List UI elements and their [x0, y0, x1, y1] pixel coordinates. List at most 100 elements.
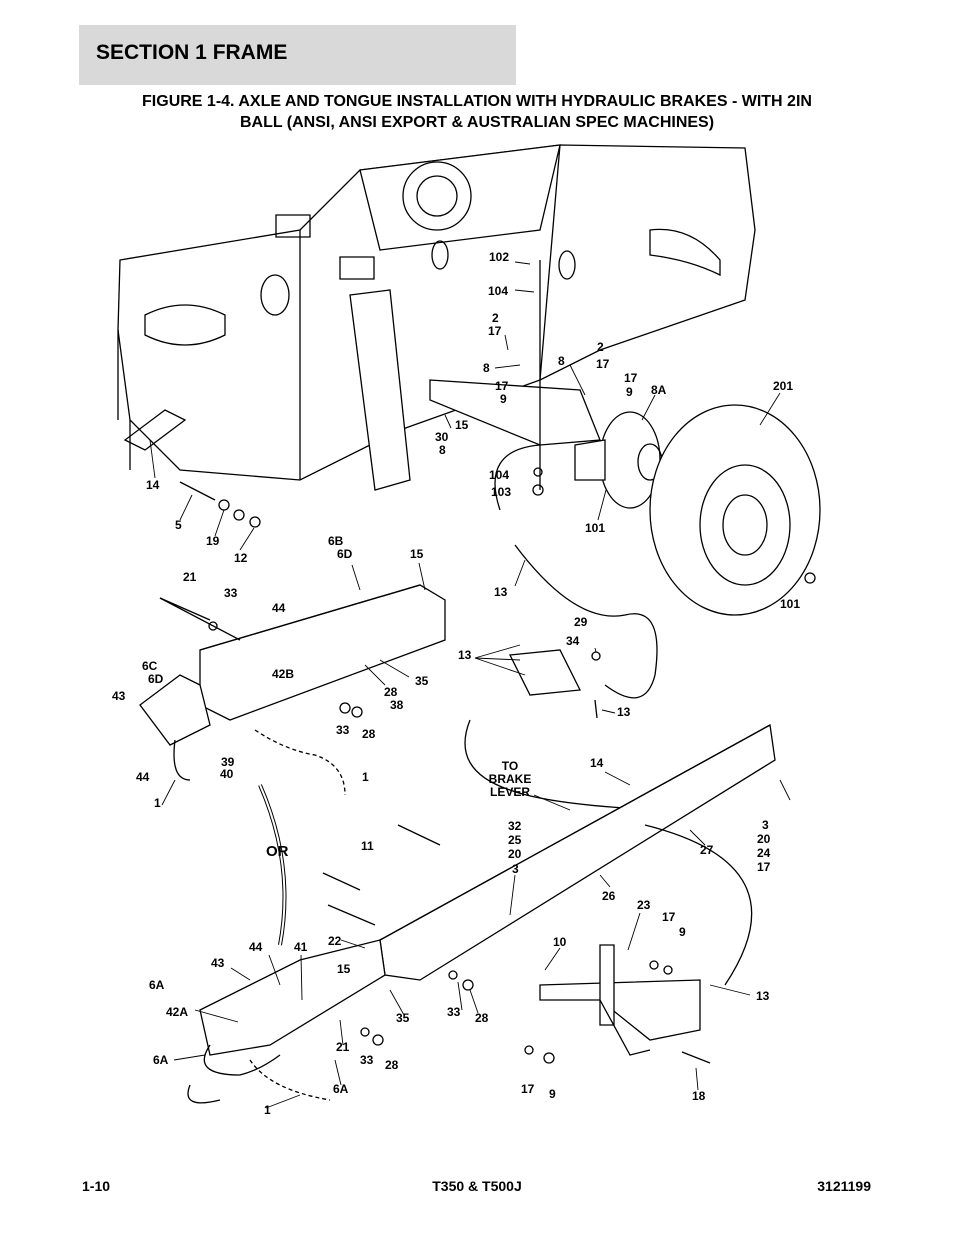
- callout-1: 1: [154, 796, 161, 810]
- callout-6C: 6C: [142, 659, 158, 673]
- callout-22: 22: [328, 934, 342, 948]
- callout-6A: 6A: [333, 1082, 349, 1096]
- page-number: 1-10: [82, 1178, 111, 1194]
- callout-28: 28: [362, 727, 376, 741]
- callout-26: 26: [602, 889, 616, 903]
- to-brake-lever-label: TO BRAKE LEVER: [482, 760, 538, 799]
- callout-17: 17: [624, 371, 638, 385]
- figure-title: FIGURE 1-4. AXLE AND TONGUE INSTALLATION…: [80, 91, 874, 133]
- callout-15: 15: [455, 418, 469, 432]
- callout-43: 43: [211, 956, 225, 970]
- callout-102: 102: [489, 250, 510, 264]
- callout-9: 9: [626, 385, 633, 399]
- callout-21: 21: [336, 1040, 350, 1054]
- callout-18: 18: [692, 1089, 706, 1103]
- figure-title-line-1: FIGURE 1-4. AXLE AND TONGUE INSTALLATION…: [142, 93, 812, 110]
- model-name: T350 & T500J: [432, 1178, 522, 1194]
- callout-27: 27: [700, 843, 714, 857]
- callout-33: 33: [360, 1053, 374, 1067]
- actuator-bracket: [465, 650, 660, 810]
- leader-lines: [150, 262, 790, 1108]
- callout-104: 104: [489, 468, 510, 482]
- callout-17: 17: [596, 357, 610, 371]
- callout-8: 8: [483, 361, 490, 375]
- callout-20: 20: [508, 847, 522, 861]
- bolts-hardware: [160, 468, 815, 1063]
- to-brake-lever-line-1: TO: [501, 759, 519, 773]
- to-brake-lever-line-3: LEVER: [489, 785, 530, 799]
- callout-33: 33: [447, 1005, 461, 1019]
- callout-9: 9: [500, 392, 507, 406]
- callout-13: 13: [458, 648, 472, 662]
- callout-44: 44: [249, 940, 263, 954]
- callout-28: 28: [475, 1011, 489, 1025]
- figure-title-line-2: BALL (ANSI, ANSI EXPORT & AUSTRALIAN SPE…: [239, 114, 715, 131]
- callout-3: 3: [762, 818, 769, 832]
- exploded-parts-diagram: [0, 140, 954, 1170]
- callout-15: 15: [337, 962, 351, 976]
- callout-17: 17: [662, 910, 676, 924]
- callout-34: 34: [566, 634, 580, 648]
- callout-12: 12: [234, 551, 248, 565]
- callout-44: 44: [272, 601, 286, 615]
- section-header-box: [79, 25, 516, 85]
- callout-13: 13: [617, 705, 631, 719]
- callout-17: 17: [757, 860, 771, 874]
- callout-13: 13: [494, 585, 508, 599]
- callout-41: 41: [294, 940, 308, 954]
- callout-14: 14: [146, 478, 160, 492]
- callout-17: 17: [521, 1082, 535, 1096]
- callout-43: 43: [112, 689, 126, 703]
- callout-14: 14: [590, 756, 604, 770]
- callout-11: 11: [361, 839, 374, 853]
- frame-assembly: [118, 145, 755, 490]
- axle-assembly: [430, 260, 662, 508]
- callout-9: 9: [679, 925, 686, 939]
- callout-40: 40: [220, 767, 234, 781]
- callout-5: 5: [175, 518, 182, 532]
- callout-17: 17: [488, 324, 502, 338]
- callout-13: 13: [756, 989, 770, 1003]
- callout-2: 2: [492, 311, 499, 325]
- callout-104: 104: [488, 284, 509, 298]
- callout-44: 44: [136, 770, 150, 784]
- callout-103: 103: [491, 485, 512, 499]
- callout-21: 21: [183, 570, 197, 584]
- callout-29: 29: [574, 615, 588, 629]
- callout-28: 28: [384, 685, 398, 699]
- callout-30: 30: [435, 430, 449, 444]
- brake-handle: [540, 945, 700, 1055]
- or-arrow: [260, 785, 285, 945]
- callout-33: 33: [224, 586, 238, 600]
- callout-6D: 6D: [148, 672, 164, 686]
- to-brake-lever-line-2: BRAKE: [488, 772, 532, 786]
- callout-24: 24: [757, 846, 771, 860]
- document-number: 3121199: [817, 1178, 871, 1194]
- callout-38: 38: [390, 698, 404, 712]
- lower-tongue: [188, 725, 775, 1103]
- callout-33: 33: [336, 723, 350, 737]
- callout-32: 32: [508, 819, 522, 833]
- callout-8: 8: [439, 443, 446, 457]
- callout-101: 101: [780, 597, 801, 611]
- section-title: SECTION 1 FRAME: [96, 41, 288, 64]
- callout-42B: 42B: [272, 667, 295, 681]
- brake-hose: [495, 445, 657, 698]
- callout-6A: 6A: [149, 978, 165, 992]
- callout-2: 2: [597, 340, 604, 354]
- or-label: OR: [266, 843, 289, 860]
- callout-8A: 8A: [651, 383, 667, 397]
- callout-1: 1: [362, 770, 369, 784]
- callout-17: 17: [495, 379, 509, 393]
- callout-9: 9: [549, 1087, 556, 1101]
- callout-6D: 6D: [337, 547, 353, 561]
- callout-28: 28: [385, 1058, 399, 1072]
- callout-42A: 42A: [166, 1005, 189, 1019]
- callout-35: 35: [415, 674, 429, 688]
- wheel-tire: [650, 405, 820, 615]
- callout-19: 19: [206, 534, 220, 548]
- callout-8: 8: [558, 354, 565, 368]
- callout-20: 20: [757, 832, 771, 846]
- callout-101: 101: [585, 521, 606, 535]
- callout-15: 15: [410, 547, 424, 561]
